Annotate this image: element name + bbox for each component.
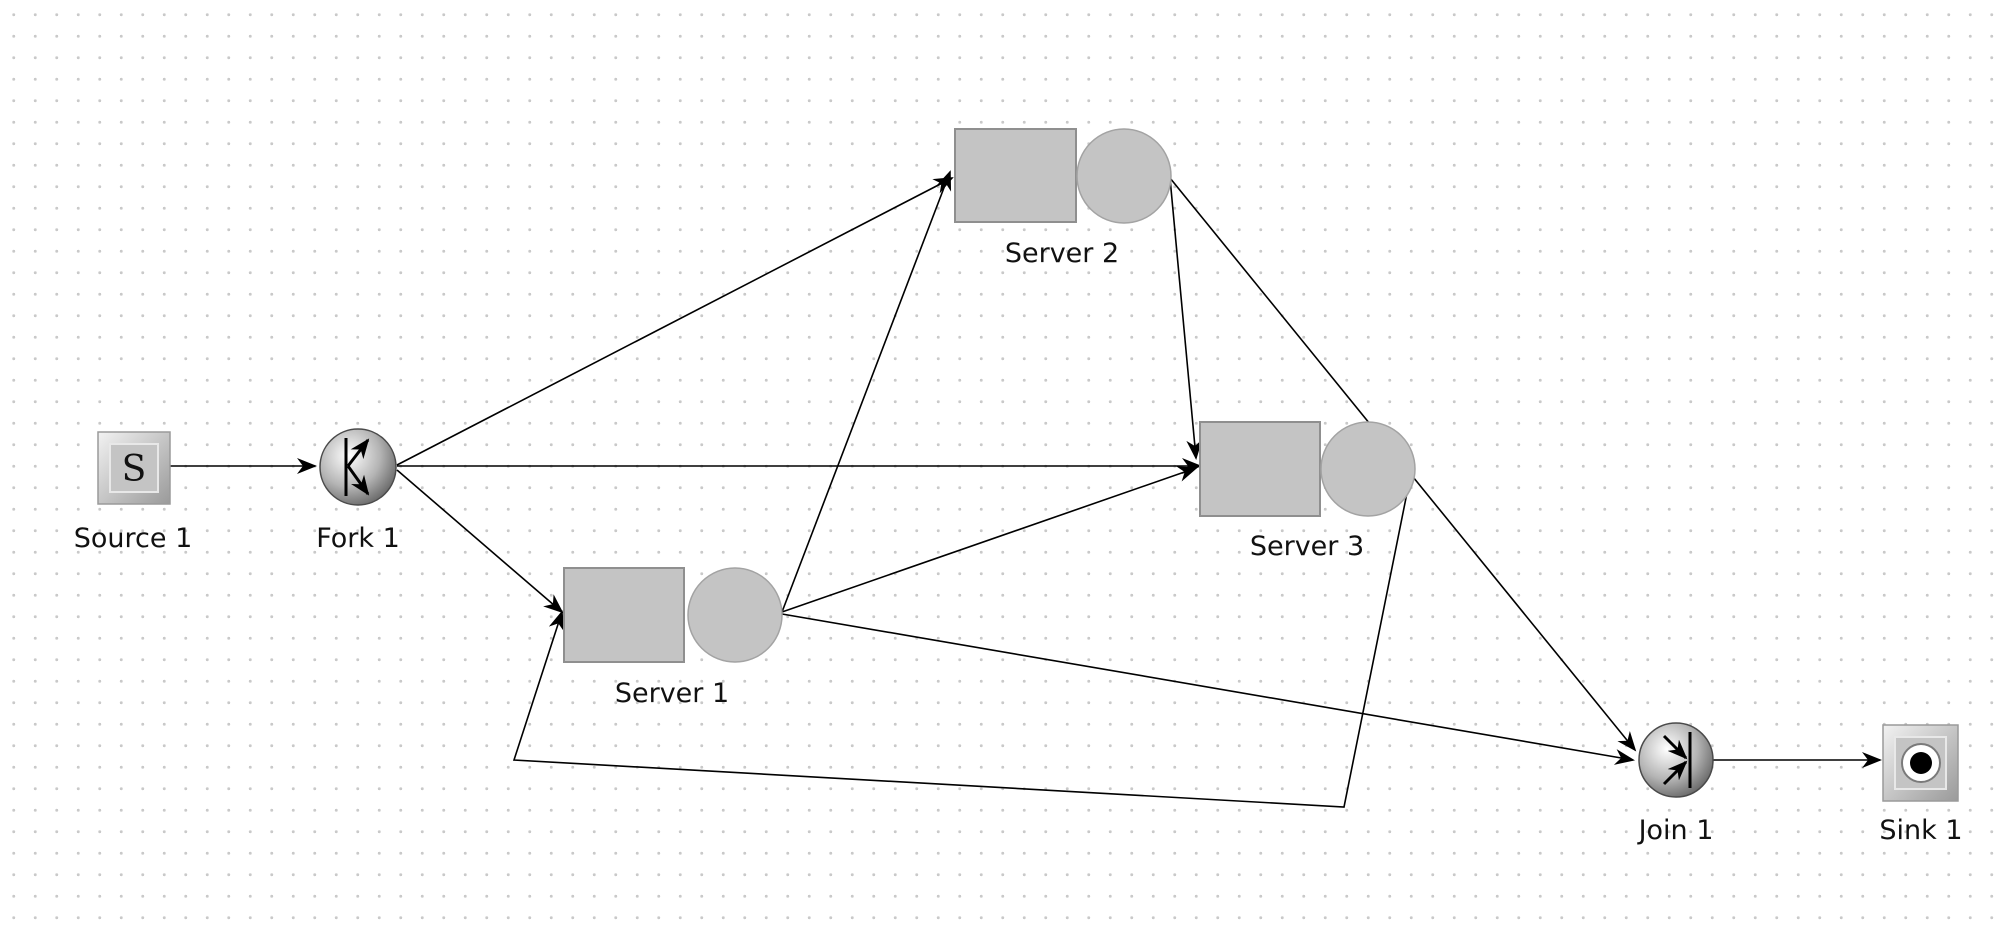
node-sink-1[interactable]: Sink 1 <box>1879 724 1963 846</box>
node-server-1[interactable]: Server 1 <box>563 567 783 709</box>
source-glyph: S <box>122 449 147 490</box>
node-fork-1[interactable]: Fork 1 <box>316 428 400 554</box>
queue-icon <box>954 128 1077 223</box>
join-1-label: Join 1 <box>1637 815 1714 846</box>
edge-server1-server3[interactable] <box>781 466 1198 613</box>
edge-fork1-server2[interactable] <box>396 177 954 466</box>
node-join-1[interactable]: Join 1 <box>1637 722 1714 846</box>
fork-1-label: Fork 1 <box>316 523 400 554</box>
sink-1-label: Sink 1 <box>1879 815 1962 846</box>
edge-server2-server3[interactable] <box>1169 177 1203 460</box>
queue-icon <box>1199 421 1321 517</box>
edges <box>158 170 1882 808</box>
fork-icon <box>319 428 397 506</box>
server-icon <box>1076 128 1172 224</box>
node-server-2[interactable]: Server 2 <box>954 128 1172 269</box>
server-3-label: Server 3 <box>1250 531 1364 562</box>
source-1-label: Source 1 <box>74 523 193 554</box>
edge-server1-join1[interactable] <box>781 613 1635 765</box>
server-2-label: Server 2 <box>1005 238 1119 269</box>
edge-fork1-server1[interactable] <box>396 469 564 614</box>
edge-server1-server2[interactable] <box>781 170 952 613</box>
join-icon <box>1638 722 1714 798</box>
node-server-3[interactable]: Server 3 <box>1199 421 1416 562</box>
server-icon <box>687 567 783 663</box>
edge-server3-server1[interactable] <box>512 467 1413 808</box>
server-icon <box>1320 421 1416 517</box>
queue-icon <box>563 567 685 663</box>
node-source-1[interactable]: S Source 1 <box>74 431 193 554</box>
server-1-label: Server 1 <box>615 678 729 709</box>
